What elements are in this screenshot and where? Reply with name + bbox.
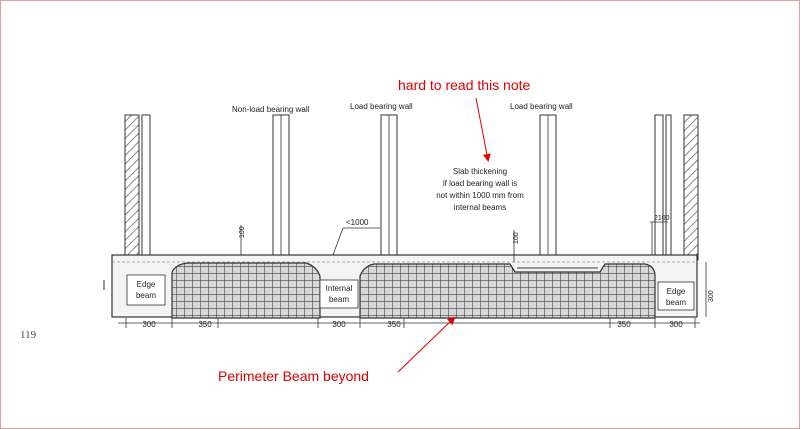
slab-thickening-note: Slab thickening if load bearing wall is … xyxy=(436,167,524,212)
internal-beam-box xyxy=(319,279,359,309)
slab-note-line-3: not within 1000 mm from xyxy=(436,191,524,200)
internal-beam-line-2: beam xyxy=(329,295,349,304)
dim-right-small: 2100 xyxy=(654,215,670,222)
dim-300-left: 300 xyxy=(142,320,156,329)
dim-300-right: 300 xyxy=(669,320,683,329)
dim-350-right: 350 xyxy=(617,320,631,329)
edge-beam-left-line-2: beam xyxy=(136,291,156,300)
non-load-bearing-wall xyxy=(272,114,290,256)
label-non-load-bearing-wall: Non-load bearing wall xyxy=(232,105,310,114)
edge-beam-left-line-1: Edge xyxy=(137,280,156,289)
middle-thickened-beam xyxy=(359,263,656,319)
annotation-note-bottom: Perimeter Beam beyond xyxy=(218,368,369,384)
right-small-leader xyxy=(650,221,668,255)
slab-note-line-2: if load bearing wall is xyxy=(443,179,517,188)
annotation-arrow-bottom xyxy=(397,316,456,373)
dim-300-mid: 300 xyxy=(332,320,346,329)
page-number: 119 xyxy=(20,329,37,341)
edge-beam-right-line-1: Edge xyxy=(667,287,686,296)
dim-right-vertical: 300 xyxy=(708,290,715,302)
load-bearing-wall-1 xyxy=(380,114,398,256)
slab-note-line-4: internal beams xyxy=(454,203,506,212)
edge-beam-right-line-2: beam xyxy=(666,298,686,307)
left-thickened-beam xyxy=(171,262,321,319)
edge-beam-right-box xyxy=(657,281,695,311)
right-brick-wall xyxy=(654,114,699,261)
internal-beam-line-1: Internal xyxy=(326,284,353,293)
load-bearing-wall-2 xyxy=(539,114,557,261)
slab-note-line-1: Slab thickening xyxy=(453,167,507,176)
spacing-leader xyxy=(332,227,380,256)
dim-350-mid: 350 xyxy=(387,320,401,329)
label-load-bearing-wall-2: Load bearing wall xyxy=(510,102,573,111)
dim-slab-thk-mid: 100 xyxy=(513,232,520,244)
dim-slab-thk-left: 100 xyxy=(239,226,246,238)
edge-beam-left-box xyxy=(126,274,166,306)
annotation-arrow-top xyxy=(475,97,491,162)
bottom-dimension-line xyxy=(118,318,700,328)
spacing-label: <1000 xyxy=(346,218,369,227)
left-brick-wall xyxy=(124,114,151,256)
dim-350-left: 350 xyxy=(198,320,212,329)
label-load-bearing-wall-1: Load bearing wall xyxy=(350,102,413,111)
annotation-note-top: hard to read this note xyxy=(398,77,531,93)
